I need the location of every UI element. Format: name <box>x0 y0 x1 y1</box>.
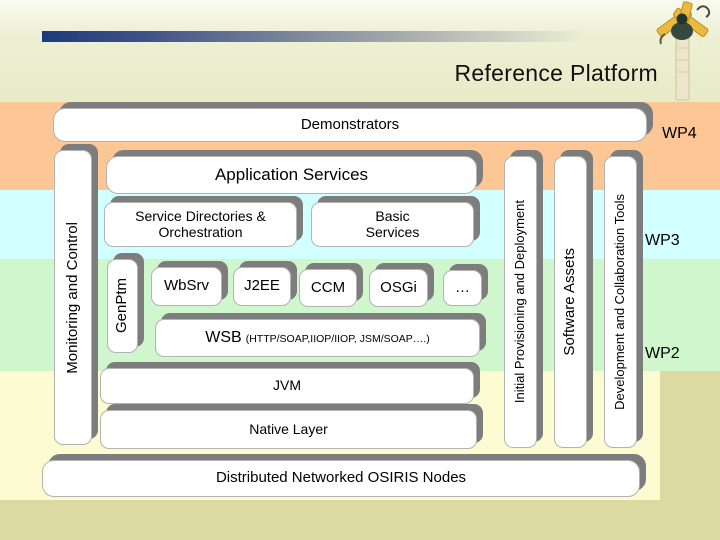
accent-gradient-bar <box>42 31 610 42</box>
container-ccm-box: CCM <box>299 269 357 307</box>
wsb-box: WSB (HTTP/SOAP,IIOP/IIOP, JSM/SOAP….) <box>155 319 480 357</box>
osiris-logo-icon <box>656 1 711 101</box>
container-osgi-box: OSGi <box>369 269 428 307</box>
monitoring-control-bar: Monitoring and Control <box>54 150 92 445</box>
container-ellipsis-box: … <box>443 270 482 306</box>
basic-services-line1: Basic <box>375 207 410 224</box>
software-assets-bar: Software Assets <box>554 156 587 448</box>
basic-services-box: Basic Services <box>311 202 474 247</box>
monitoring-control-label: Monitoring and Control <box>63 221 81 374</box>
label-wp3: WP3 <box>645 232 680 249</box>
jvm-box: JVM <box>100 368 474 404</box>
genptm-box: GenPtm <box>107 259 138 353</box>
application-services-box: Application Services <box>106 156 477 194</box>
service-directories-line2: Orchestration <box>158 223 243 240</box>
container-wbsrv-box: WbSrv <box>151 267 222 306</box>
basic-services-line2: Services <box>365 223 420 240</box>
label-wp4: WP4 <box>662 125 697 142</box>
software-assets-label: Software Assets <box>561 248 579 356</box>
initial-provisioning-bar: Initial Provisioning and Deployment <box>504 156 537 448</box>
genptm-label: GenPtm <box>113 278 131 334</box>
label-wp2: WP2 <box>645 345 680 362</box>
wsb-protocols: (HTTP/SOAP,IIOP/IIOP, JSM/SOAP….) <box>245 333 430 346</box>
wsb-label: WSB <box>205 329 242 347</box>
dev-collab-tools-label: Development and Collaboration Tools <box>612 194 628 410</box>
dev-collab-tools-bar: Development and Collaboration Tools <box>604 156 637 448</box>
initial-provisioning-label: Initial Provisioning and Deployment <box>512 200 528 404</box>
container-j2ee-box: J2EE <box>233 267 291 306</box>
demonstrators-box: Demonstrators <box>53 108 647 142</box>
header-background <box>0 0 720 102</box>
native-layer-box: Native Layer <box>100 410 477 449</box>
service-directories-line1: Service Directories & <box>135 207 266 224</box>
page-title: Reference Platform <box>454 60 658 86</box>
service-directories-box: Service Directories & Orchestration <box>104 202 297 247</box>
distributed-nodes-box: Distributed Networked OSIRIS Nodes <box>42 460 640 497</box>
